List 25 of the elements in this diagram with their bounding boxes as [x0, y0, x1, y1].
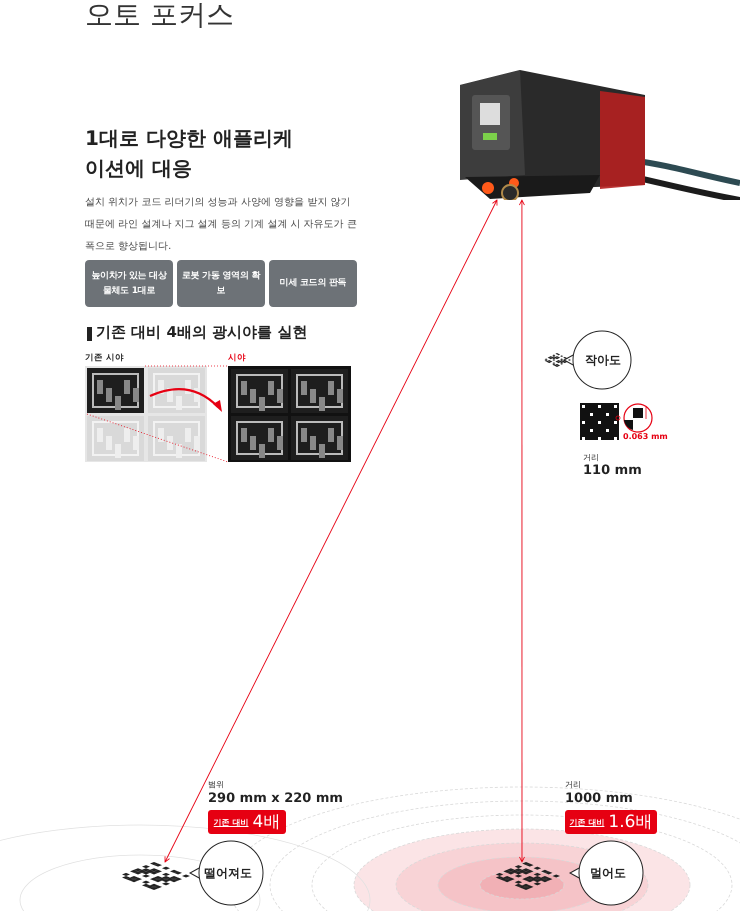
arrow	[519, 200, 525, 862]
field-label: 거리	[583, 452, 599, 463]
headline: 1대로 다양한 애플리케이션에 대응	[85, 125, 294, 182]
ratio-badge	[565, 810, 657, 834]
description-text: 설치 위치가 코드 리더기의 성능과 사양에 영향을 받지 않기 때문에 라인 설계나 지그 설계 등의 기계 설계 시 자유도가 큰 폭으로 향상됩니다.	[85, 196, 357, 254]
page-title: 오토 포커스	[85, 0, 234, 33]
badge-value: 1.6배	[608, 812, 652, 832]
view-label: 시야	[228, 352, 246, 364]
section-heading: 기존 대비 4배의 광시야를 실현	[96, 323, 308, 342]
feature-button: 높이차가 있는 대상 물체도 1대로	[85, 260, 173, 307]
view-label: 기존 시야	[85, 352, 124, 364]
arrow	[164, 200, 498, 862]
ratio-badge	[208, 810, 286, 834]
feature-button: 미세 코드의 판독	[269, 260, 357, 307]
badge-value: 4배	[252, 812, 280, 832]
badge-label: 기존 대비	[570, 816, 604, 828]
measure-label: 0.063 mm	[623, 432, 668, 441]
badge-label: 기존 대비	[214, 816, 248, 828]
field-label: 범위	[208, 779, 224, 790]
measure-value: 290 mm x 220 mm	[208, 791, 343, 806]
field-label: 거리	[565, 779, 581, 790]
measure-value: 1000 mm	[565, 791, 633, 806]
code-icon	[543, 352, 571, 366]
measure-value: 110 mm	[583, 463, 642, 478]
feature-button: 로봇 가동 영역의 확보	[177, 260, 265, 307]
